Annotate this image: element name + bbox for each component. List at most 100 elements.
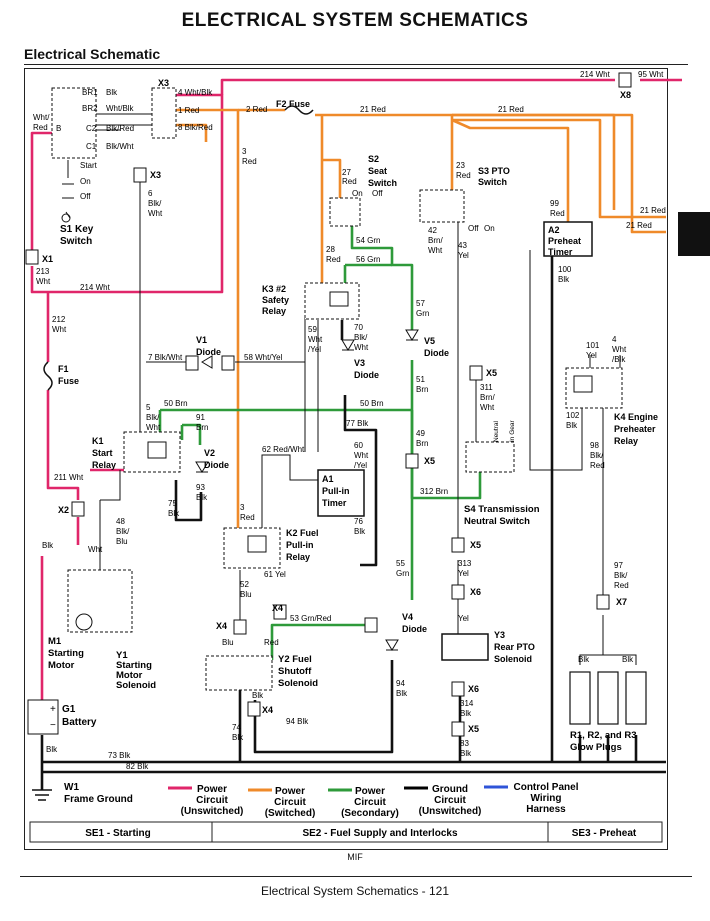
s2-3: Switch <box>368 178 397 188</box>
x4c: X4 <box>262 705 273 715</box>
w48-3: Blu <box>116 537 128 546</box>
w91-1: 91 <box>196 413 205 422</box>
w97-1: 97 <box>614 561 623 570</box>
w50b: 50 Brn <box>360 399 384 408</box>
a2-1: A2 <box>548 225 560 235</box>
s4-2: Neutral Switch <box>464 516 530 527</box>
r-2: Glow Plugs <box>570 742 622 753</box>
footer-mif: MIF <box>347 852 363 862</box>
y1-3: Motor <box>116 670 143 681</box>
x2: X2 <box>58 505 69 515</box>
w83-2: Blk <box>460 749 472 758</box>
y1-1: Y1 <box>116 650 128 661</box>
w48-1: 48 <box>116 517 125 526</box>
glow-plugs <box>569 671 647 725</box>
w57-2: Grn <box>416 309 429 318</box>
fuse-f2 <box>284 105 314 115</box>
w43-1: 43 <box>458 241 467 250</box>
w76-1: 76 <box>354 517 363 526</box>
battery <box>27 699 59 735</box>
w98-2: Blk/ <box>590 451 604 460</box>
w53: 53 Grn/Red <box>290 614 331 623</box>
g1-1: G1 <box>62 704 76 715</box>
f1-2: Fuse <box>58 376 79 386</box>
sections-bar <box>29 821 663 843</box>
v2-1: V2 <box>204 448 215 458</box>
s4-neutral: Neutral <box>493 420 500 442</box>
preheater-relay-coil <box>573 375 593 393</box>
y1-4: Solenoid <box>116 680 156 691</box>
w49-1: 49 <box>416 429 425 438</box>
seat-switch <box>329 197 361 227</box>
safety-relay-coil <box>329 291 349 307</box>
w1-2: Frame Ground <box>64 794 133 805</box>
power-switched-wires <box>175 108 666 528</box>
s1-wire-3: Blk/Red <box>106 124 134 133</box>
connector-x3-block <box>151 87 177 139</box>
ground-wires <box>40 250 666 790</box>
w75-1: 75 <box>168 499 177 508</box>
r-blk-1: Blk <box>578 655 590 664</box>
m1-2: Starting <box>48 648 84 659</box>
legend-1-2: Circuit <box>196 795 228 806</box>
w102-2: Blk <box>566 421 578 430</box>
s1-term-br1: BR1 <box>82 88 98 97</box>
w21b: 21 Red <box>498 105 524 114</box>
w60-2: Wht <box>354 451 369 460</box>
w55-2: Grn <box>396 569 409 578</box>
w99-2: Red <box>550 209 565 218</box>
w51-1: 51 <box>416 375 425 384</box>
y2-1: Y2 Fuel <box>278 654 312 665</box>
w42-2: Brn/ <box>428 236 443 245</box>
g1-2: Battery <box>62 717 97 728</box>
x4b: X4 <box>272 603 283 613</box>
k2-2: Pull-in <box>286 540 314 550</box>
wyel: Yel <box>458 614 469 623</box>
label-s1: S1 Key <box>60 224 94 235</box>
ground-icon <box>32 789 52 801</box>
w313-2: Yel <box>458 569 469 578</box>
w59-1: 59 <box>308 325 317 334</box>
key-switch <box>51 87 97 223</box>
w91-2: Brn <box>196 423 208 432</box>
s3-wire-1: 23 <box>456 161 465 170</box>
k2-1: K2 Fuel <box>286 528 319 538</box>
fuse-f1 <box>43 361 53 391</box>
w57-1: 57 <box>416 299 425 308</box>
neutral-switch <box>465 441 515 473</box>
motor-icon <box>75 613 93 631</box>
w3a-1: 3 <box>242 147 247 156</box>
w313-1: 313 <box>458 559 472 568</box>
w58: 58 Wht/Yel <box>244 353 283 362</box>
y3-3: Solenoid <box>494 654 532 664</box>
battery-plus: + <box>50 704 56 715</box>
y2-2: Shutoff <box>278 666 312 677</box>
s1-pos-start: Start <box>80 161 98 170</box>
x7: X7 <box>616 597 627 607</box>
w213-1: 213 <box>36 267 50 276</box>
w97-3: Red <box>614 581 629 590</box>
s1-left-1: Wht/ <box>33 113 50 122</box>
w75-2: Blk <box>168 509 180 518</box>
w4-2: Wht <box>612 345 627 354</box>
v4-2: Diode <box>402 624 427 634</box>
x3-wire-1: 4 Wht/Blk <box>178 88 213 97</box>
w82: 82 Blk <box>126 762 149 771</box>
w3a-2: Red <box>242 157 257 166</box>
chapter-tab <box>678 212 710 256</box>
y2-3: Solenoid <box>278 678 318 689</box>
w52-1: 52 <box>240 580 249 589</box>
x6a: X6 <box>470 587 481 597</box>
s3-wire-2: Red <box>456 171 471 180</box>
w70-2: Blk/ <box>354 333 368 342</box>
k4-1: K4 Engine <box>614 412 658 422</box>
s1-term-b: B <box>56 124 61 133</box>
w76-2: Blk <box>354 527 366 536</box>
w60-3: /Yel <box>354 461 367 470</box>
s3-1: S3 PTO <box>478 166 510 176</box>
footer-rule <box>20 876 692 877</box>
x5c: X5 <box>470 540 481 550</box>
w43-2: Yel <box>458 251 469 260</box>
